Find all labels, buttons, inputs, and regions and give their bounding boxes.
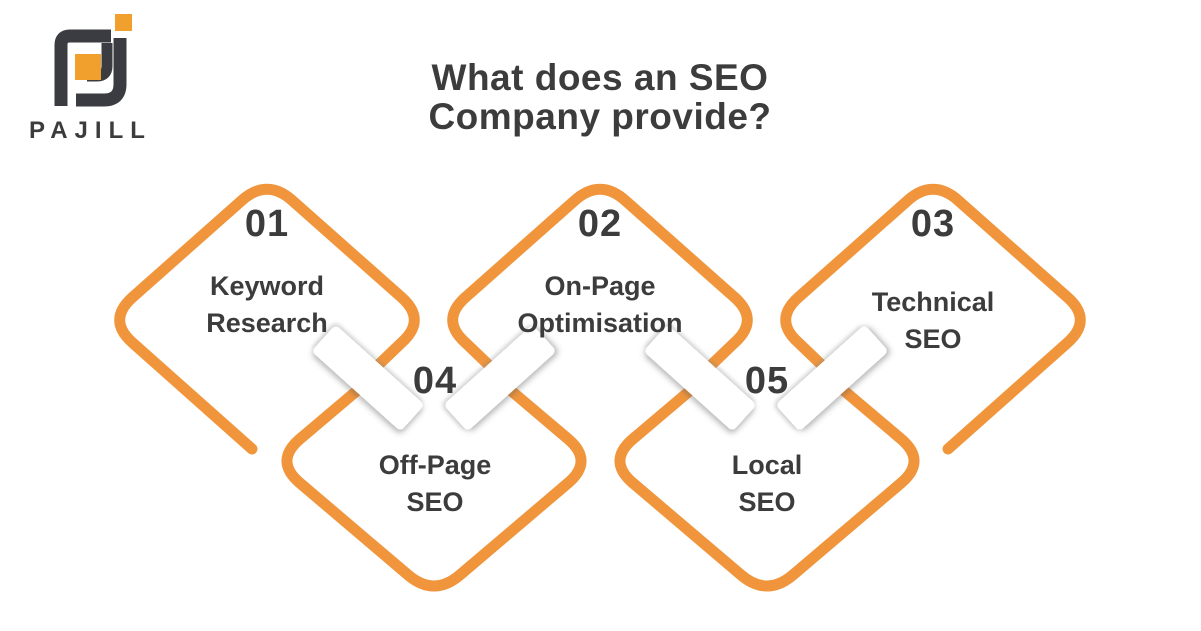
- weave-slash: [645, 326, 755, 430]
- diamond-05-outline: [614, 366, 920, 592]
- diamond-05-label: Local SEO: [637, 447, 897, 521]
- diamond-01-label-line2: Research: [206, 308, 328, 338]
- logo-center-square: [75, 54, 101, 80]
- page-title: What does an SEO Company provide?: [300, 58, 900, 136]
- brand-logo: PAJILL: [29, 12, 169, 144]
- monogram-j-hook: [76, 38, 127, 107]
- diamond-03-label: Technical SEO: [803, 284, 1063, 358]
- weave-slash: [777, 326, 887, 430]
- diamond-05-label-line1: Local: [731, 450, 803, 480]
- logo-dot-square: [115, 14, 132, 31]
- diamond-02-number: 02: [577, 203, 623, 245]
- diamond-02-label: On-Page Optimisation: [470, 268, 730, 342]
- diamond-04-label-line2: SEO: [406, 487, 464, 517]
- diamond-03-outline: [780, 183, 1086, 455]
- weave-slash: [313, 326, 423, 430]
- diamond-01-label-line1: Keyword: [209, 271, 325, 301]
- diamond-01-number: 01: [244, 203, 290, 245]
- diamond-02-label-line1: On-Page: [544, 271, 656, 301]
- diamond-02-label-line2: Optimisation: [517, 308, 683, 338]
- diamond-02-outline: [447, 183, 753, 377]
- diamond-01-outline: [114, 183, 420, 455]
- page-title-line2: Company provide?: [428, 96, 772, 137]
- diamond-04-number: 04: [412, 360, 458, 402]
- diamond-04-outline: [281, 366, 587, 592]
- pajill-monogram-icon: [54, 14, 132, 107]
- diamond-01-label: Keyword Research: [137, 268, 397, 342]
- monogram-p-outer: [54, 29, 111, 106]
- weave-slash: [445, 326, 555, 430]
- diamond-03-label-line1: Technical: [871, 287, 995, 317]
- diamond-05-label-line2: SEO: [738, 487, 796, 517]
- page-title-line1: What does an SEO: [431, 57, 769, 98]
- brand-name: PAJILL: [29, 117, 152, 144]
- diamond-03-label-line2: SEO: [904, 324, 962, 354]
- diamond-05-number: 05: [744, 360, 790, 402]
- diamond-04-label-line1: Off-Page: [378, 450, 492, 480]
- diamond-03-number: 03: [910, 203, 956, 245]
- diamond-04-label: Off-Page SEO: [305, 447, 565, 521]
